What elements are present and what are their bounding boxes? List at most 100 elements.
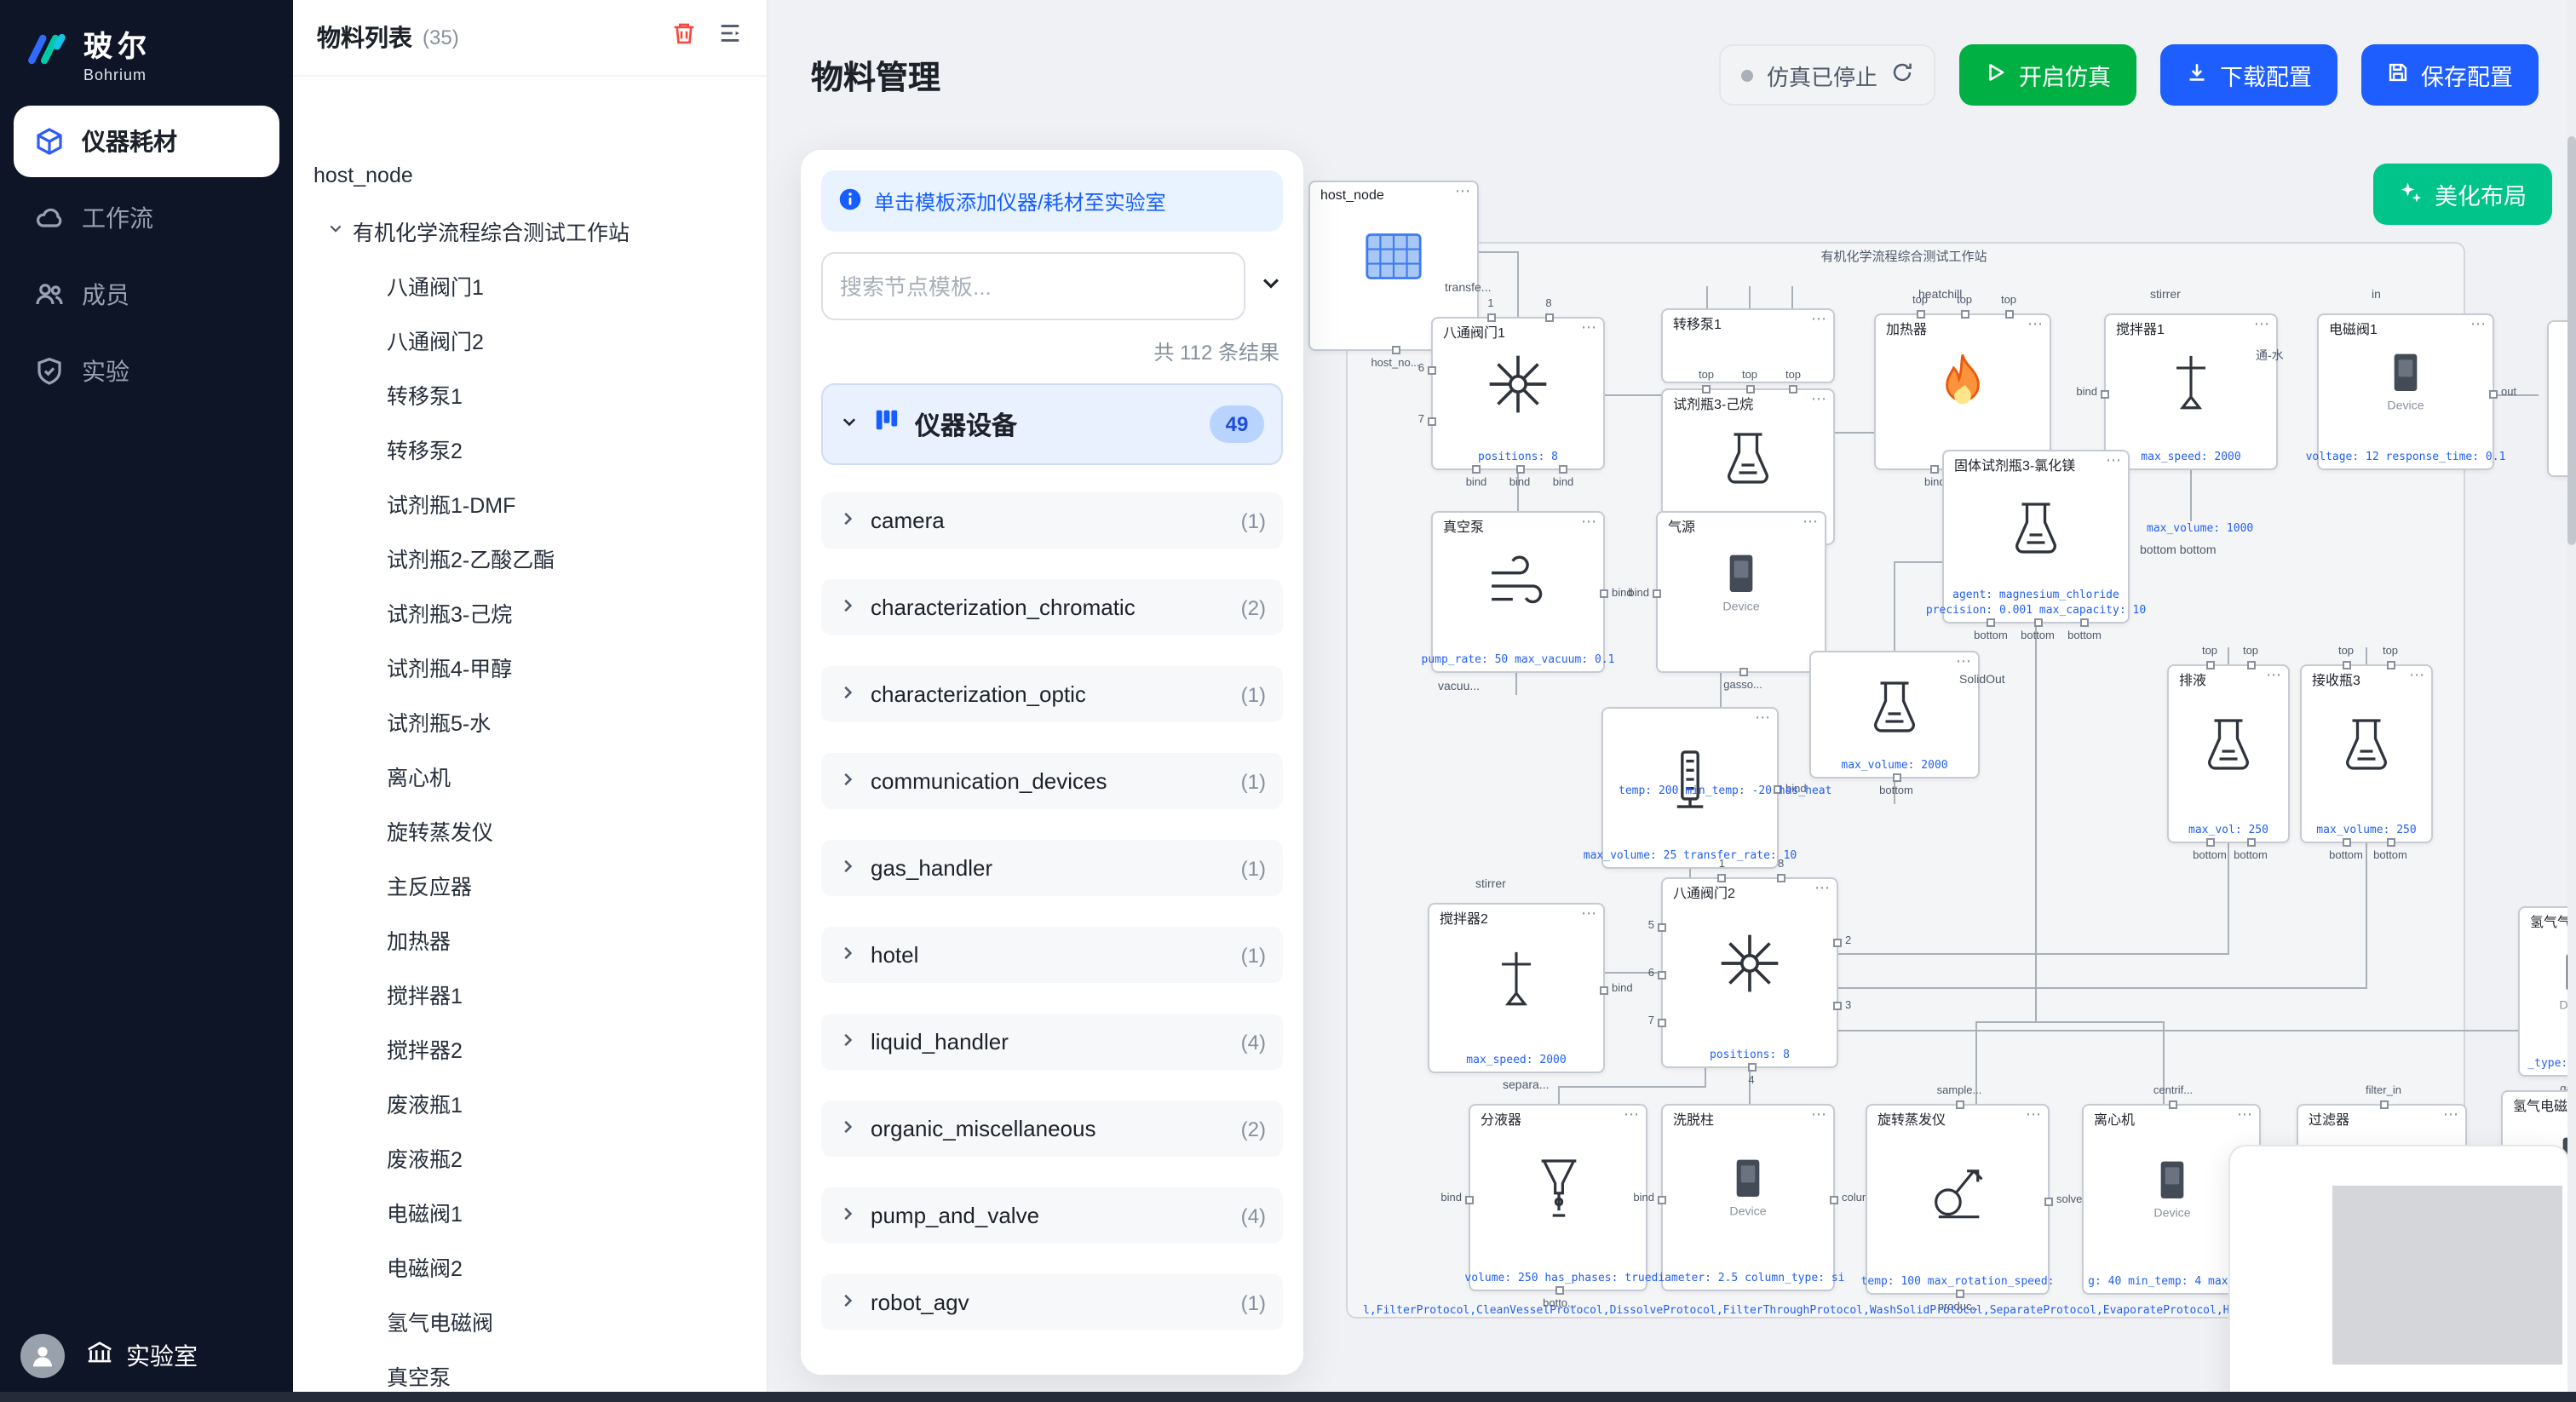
material-tree-item[interactable]: 真空泵: [293, 1347, 767, 1402]
node-menu-icon[interactable]: ⋯: [2026, 1106, 2041, 1123]
port[interactable]: [1745, 385, 1754, 394]
port[interactable]: [2080, 618, 2089, 627]
port[interactable]: [1987, 618, 1995, 627]
material-tree-item[interactable]: 试剂瓶2-乙酸乙酯: [293, 530, 767, 584]
port[interactable]: [1559, 465, 1567, 474]
port[interactable]: [1960, 310, 1969, 319]
material-tree-item[interactable]: 试剂瓶4-甲醇: [293, 639, 767, 693]
node-menu-icon[interactable]: ⋯: [2237, 1106, 2252, 1123]
node-menu-icon[interactable]: ⋯: [1811, 310, 1826, 327]
port[interactable]: [1555, 1286, 1564, 1295]
canvas-node-rotavap[interactable]: 旋转蒸发仪⋯temp: 100 max_rotation_speed:sampl…: [1861, 1085, 2098, 1313]
port[interactable]: [2033, 618, 2042, 627]
node-menu-icon[interactable]: ⋯: [2106, 451, 2121, 468]
material-tree-item[interactable]: 试剂瓶5-水: [293, 693, 767, 748]
port[interactable]: [2379, 1100, 2388, 1109]
port[interactable]: [1916, 310, 1924, 319]
scrollbar-thumb[interactable]: [2567, 136, 2576, 545]
port[interactable]: [1747, 1063, 1756, 1072]
port[interactable]: [1930, 465, 1940, 474]
node-menu-icon[interactable]: ⋯: [1814, 879, 1830, 896]
port[interactable]: [1955, 1100, 1964, 1109]
port[interactable]: [1892, 773, 1900, 782]
port[interactable]: [2246, 838, 2255, 847]
category-camera[interactable]: camera(1): [821, 492, 1283, 549]
port[interactable]: [2342, 661, 2350, 669]
port[interactable]: [2489, 389, 2498, 398]
port[interactable]: [1658, 1195, 1666, 1204]
port[interactable]: [1653, 589, 1661, 598]
port[interactable]: [2342, 838, 2350, 847]
port[interactable]: [1428, 417, 1436, 425]
node-menu-icon[interactable]: ⋯: [1956, 652, 1971, 669]
save-config-button[interactable]: 保存配置: [2361, 44, 2539, 106]
category-robot_agv[interactable]: robot_agv(1): [821, 1274, 1283, 1330]
port[interactable]: [1833, 938, 1842, 947]
material-tree-item[interactable]: 有机化学流程综合测试工作站: [293, 203, 767, 257]
port[interactable]: [1739, 668, 1747, 676]
material-tree-item[interactable]: 八通阀门1: [293, 257, 767, 312]
material-tree-item[interactable]: 电磁阀1: [293, 1184, 767, 1238]
port[interactable]: [2205, 661, 2214, 669]
material-tree-item[interactable]: 搅拌器1: [293, 966, 767, 1020]
port[interactable]: [2246, 661, 2255, 669]
node-menu-icon[interactable]: ⋯: [1455, 182, 1470, 199]
material-tree-item[interactable]: 氢气电磁阀: [293, 1293, 767, 1347]
category-characterization_chromatic[interactable]: characterization_chromatic(2): [821, 579, 1283, 635]
port[interactable]: [1830, 1195, 1838, 1204]
layout-list-icon[interactable]: [717, 20, 743, 55]
node-menu-icon[interactable]: ⋯: [2470, 315, 2486, 332]
material-tree-item[interactable]: 转移泵2: [293, 421, 767, 475]
port[interactable]: [1486, 313, 1495, 322]
template-search-input[interactable]: [821, 252, 1245, 320]
port[interactable]: [2386, 661, 2395, 669]
minimap-viewport[interactable]: [2332, 1186, 2562, 1365]
sidebar-item-experiment[interactable]: 实验: [14, 336, 279, 407]
port[interactable]: [1465, 1195, 1474, 1204]
material-tree-item[interactable]: 废液瓶1: [293, 1075, 767, 1129]
node-menu-icon[interactable]: ⋯: [2266, 666, 2281, 683]
sidebar-item-members[interactable]: 成员: [14, 259, 279, 330]
port[interactable]: [1702, 385, 1711, 394]
category-hotel[interactable]: hotel(1): [821, 927, 1283, 983]
node-menu-icon[interactable]: ⋯: [1581, 319, 1596, 336]
port[interactable]: [1789, 385, 1797, 394]
port[interactable]: [1955, 1290, 1964, 1298]
node-menu-icon[interactable]: ⋯: [2409, 666, 2424, 683]
node-menu-icon[interactable]: ⋯: [1811, 1106, 1826, 1123]
minimap[interactable]: [2228, 1145, 2569, 1402]
collapse-chevron-icon[interactable]: [1259, 270, 1283, 302]
port[interactable]: [2169, 1100, 2177, 1109]
port[interactable]: [1600, 985, 1608, 994]
node-menu-icon[interactable]: ⋯: [2027, 315, 2043, 332]
beautify-layout-button[interactable]: 美化布局: [2373, 164, 2552, 225]
node-menu-icon[interactable]: ⋯: [2254, 315, 2269, 332]
port[interactable]: [1658, 970, 1666, 979]
node-menu-icon[interactable]: ⋯: [1755, 709, 1770, 726]
category-characterization_optic[interactable]: characterization_optic(1): [821, 666, 1283, 722]
port[interactable]: [1658, 1018, 1666, 1026]
node-menu-icon[interactable]: ⋯: [1624, 1106, 1639, 1123]
category-organic_miscellaneous[interactable]: organic_miscellaneous(2): [821, 1100, 1283, 1157]
avatar[interactable]: [20, 1334, 65, 1378]
port[interactable]: [2044, 1197, 2053, 1205]
port[interactable]: [1600, 589, 1608, 598]
material-tree-item[interactable]: 旋转蒸发仪: [293, 802, 767, 857]
port[interactable]: [1658, 922, 1666, 931]
material-tree-item[interactable]: 试剂瓶3-己烷: [293, 584, 767, 639]
material-tree-item[interactable]: host_node: [293, 148, 767, 203]
scrollbar-track[interactable]: [2567, 0, 2576, 1392]
trash-icon[interactable]: [671, 20, 697, 55]
material-tree-item[interactable]: 搅拌器2: [293, 1020, 767, 1075]
canvas-node-pump1[interactable]: 转移泵1⋯: [1661, 308, 1835, 383]
logo[interactable]: 玻尔 Bohrium: [0, 0, 293, 101]
